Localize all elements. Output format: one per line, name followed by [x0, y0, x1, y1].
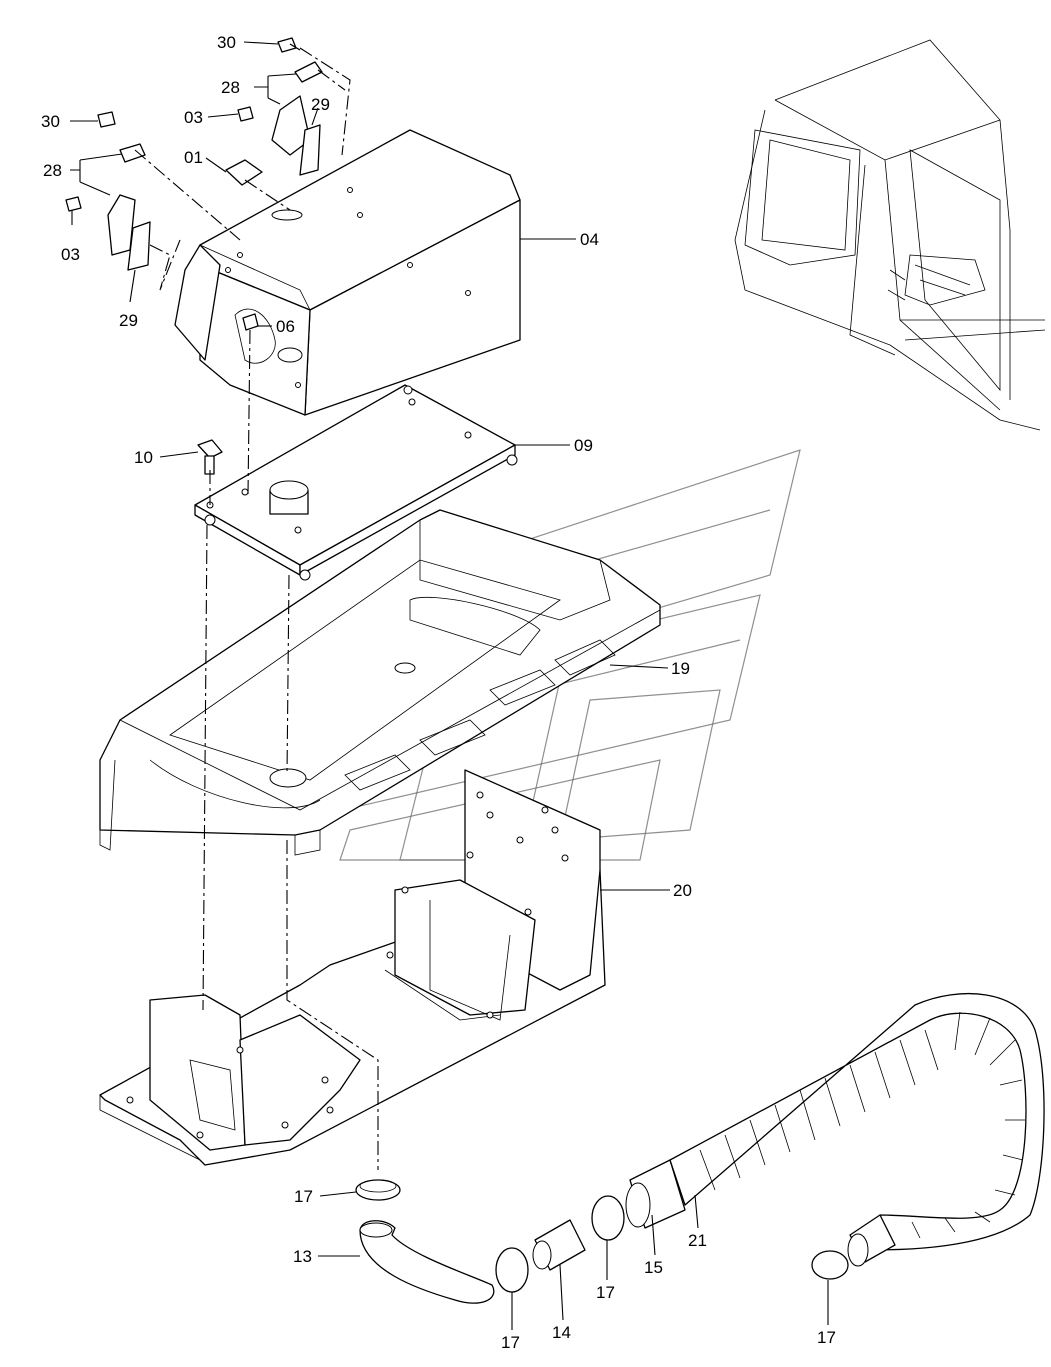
callout-30-top: 30 — [217, 33, 236, 52]
callout-09: 09 — [574, 436, 593, 455]
callout-28-left: 28 — [43, 161, 62, 180]
callout-21: 21 — [688, 1231, 707, 1250]
assembly-lines — [134, 47, 379, 1170]
callout-29-top: 29 — [311, 95, 330, 114]
callout-04: 04 — [580, 230, 599, 249]
callout-06: 06 — [276, 317, 295, 336]
callout-labels: 30 28 03 29 01 30 28 03 29 04 06 10 09 1… — [41, 33, 836, 1352]
callout-17-end: 17 — [817, 1328, 836, 1347]
callout-03-left: 03 — [61, 245, 80, 264]
callout-10: 10 — [134, 448, 153, 467]
mounting-plate-09 — [194, 384, 518, 581]
callout-15: 15 — [644, 1258, 663, 1277]
base-frame-20 — [99, 769, 606, 1166]
duct-assembly — [355, 992, 1045, 1304]
callout-20: 20 — [673, 881, 692, 900]
console-tray-19 — [99, 509, 661, 856]
callout-19: 19 — [671, 659, 690, 678]
callout-17-pipe: 17 — [596, 1283, 615, 1302]
callout-28-top: 28 — [221, 78, 240, 97]
leader-lines — [70, 41, 829, 1330]
callout-29-left: 29 — [119, 311, 138, 330]
callout-17-hose: 17 — [501, 1333, 520, 1352]
cab-inset — [734, 39, 1046, 431]
callout-30-left: 30 — [41, 112, 60, 131]
callout-03-top: 03 — [184, 108, 203, 127]
hardware-group — [65, 37, 323, 475]
console-lid-04 — [174, 129, 521, 416]
callout-01: 01 — [184, 148, 203, 167]
callout-13: 13 — [293, 1247, 312, 1266]
callout-14: 14 — [552, 1323, 571, 1342]
callout-17-top: 17 — [294, 1187, 313, 1206]
